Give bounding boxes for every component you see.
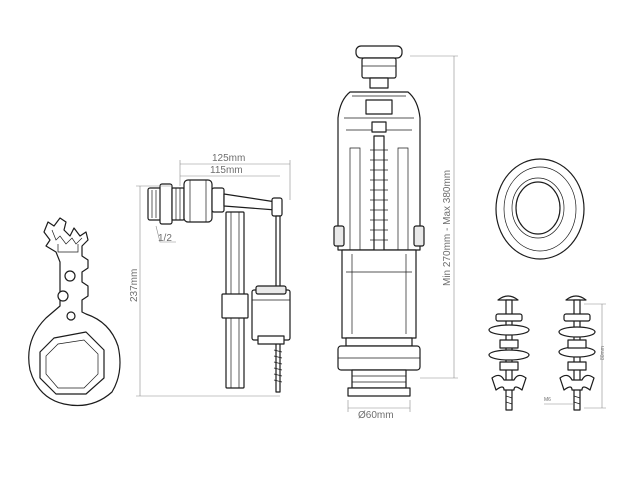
dim-height-range: Min 270mm - Max 380mm	[442, 170, 453, 286]
dim-diameter: Ø60mm	[358, 410, 394, 421]
fill-valve	[147, 179, 291, 393]
dim-thread: 1/2	[158, 233, 172, 244]
bolt-dimensions: 80mm M6	[544, 303, 606, 409]
fill-valve-dimensions: 125mm 115mm 237mm 1/2	[129, 153, 291, 397]
dim-height-237: 237mm	[129, 269, 140, 302]
seal-ring	[495, 158, 585, 260]
dim-bolt-length: 80mm	[600, 346, 606, 360]
fixing-bolt-left	[488, 295, 530, 411]
spanner-wrench	[28, 217, 121, 407]
flush-valve	[333, 45, 425, 397]
dim-width-115: 115mm	[210, 165, 243, 176]
dim-bolt-thread: M6	[544, 397, 551, 403]
fixing-bolt-right	[558, 295, 596, 411]
flush-valve-dimensions: Min 270mm - Max 380mm Ø60mm	[347, 55, 458, 421]
dim-width-125: 125mm	[212, 153, 245, 164]
